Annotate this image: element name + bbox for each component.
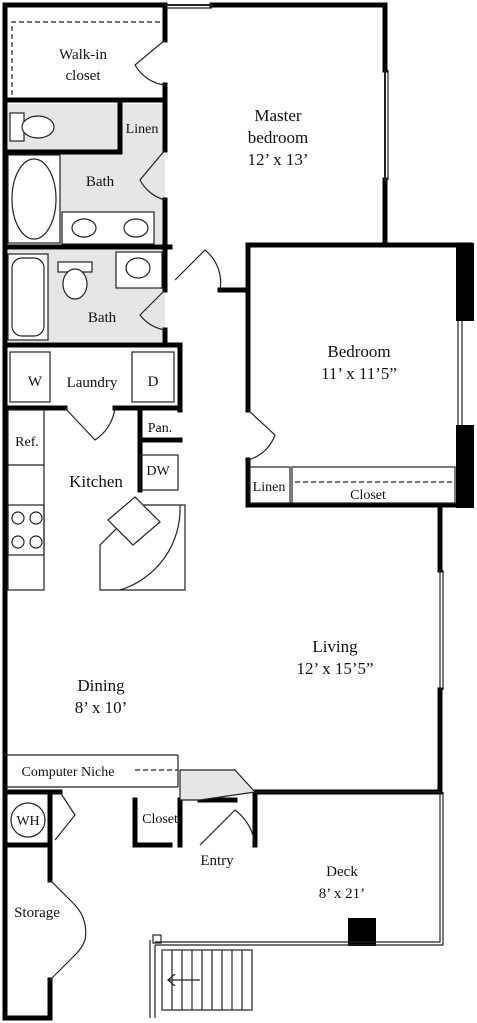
linen-top-label: Linen: [126, 122, 159, 137]
door-icon: [49, 939, 86, 981]
burner-icon: [29, 535, 43, 549]
walk-in-closet-label-line1: Walk-in: [59, 47, 107, 63]
washer-icon: [9, 351, 51, 403]
sink-icon: [125, 257, 151, 279]
room-labels: Walk-in closet Linen Master bedroom 12’ …: [14, 47, 397, 921]
kitchen-sink-icon: [107, 496, 161, 546]
door-icon: [134, 39, 166, 86]
toilet-icon: [62, 268, 88, 300]
dining-label: Dining: [77, 676, 125, 695]
sink-icon: [71, 218, 97, 238]
deck-dims: 8’ x 21’: [319, 886, 365, 902]
bedroom-dims: 11’ x 11’5”: [321, 364, 397, 383]
door-icon: [139, 149, 166, 201]
living-label: Living: [312, 637, 358, 656]
dryer-icon: [131, 351, 175, 403]
master-bedroom-dims: 12’ x 13’: [247, 150, 308, 169]
master-bedroom-label-line2: bedroom: [248, 128, 308, 147]
pantry-label: Pan.: [148, 421, 173, 436]
water-heater-icon: [10, 802, 46, 838]
burner-icon: [29, 511, 43, 525]
door-icon: [49, 879, 87, 941]
laundry-label: Laundry: [67, 375, 118, 391]
burner-icon: [11, 535, 25, 549]
door-icon: [247, 409, 276, 461]
dishwasher-label: DW: [146, 464, 170, 479]
living-dims: 12’ x 15’5”: [296, 659, 373, 678]
computer-niche-label: Computer Niche: [22, 765, 115, 780]
toilet-icon: [21, 115, 55, 139]
door-icon: [139, 289, 166, 331]
door-icon: [64, 407, 116, 441]
washer-label: W: [28, 374, 43, 390]
wall-blocks: [348, 243, 474, 946]
deck-stairs: [161, 949, 253, 1011]
doors: [49, 39, 276, 981]
master-bedroom-label-line1: Master: [254, 106, 302, 125]
second-bath-label: Bath: [88, 310, 117, 326]
bathtub-icon: [11, 158, 57, 240]
closet-bedroom-label: Closet: [350, 488, 386, 503]
kitchen-label: Kitchen: [69, 472, 123, 491]
bedroom-label: Bedroom: [327, 342, 390, 361]
storage-label: Storage: [14, 905, 60, 921]
door-icon: [174, 249, 222, 291]
entry-label: Entry: [200, 853, 234, 869]
sink-icon: [123, 218, 149, 238]
refrigerator-label: Ref.: [15, 435, 39, 450]
door-icon: [54, 791, 76, 841]
linen-bedroom-label: Linen: [253, 480, 286, 495]
walk-in-closet-label-line2: closet: [66, 68, 102, 84]
water-heater-label: WH: [16, 814, 39, 829]
closet-entry-label: Closet: [142, 812, 178, 827]
dryer-label: D: [148, 374, 159, 390]
door-icon: [119, 504, 181, 591]
deck-label: Deck: [326, 864, 358, 880]
door-icon: [199, 809, 256, 846]
dining-dims: 8’ x 10’: [75, 698, 128, 717]
fixtures: [7, 112, 175, 838]
master-bath-label: Bath: [86, 174, 115, 190]
burner-icon: [11, 511, 25, 525]
